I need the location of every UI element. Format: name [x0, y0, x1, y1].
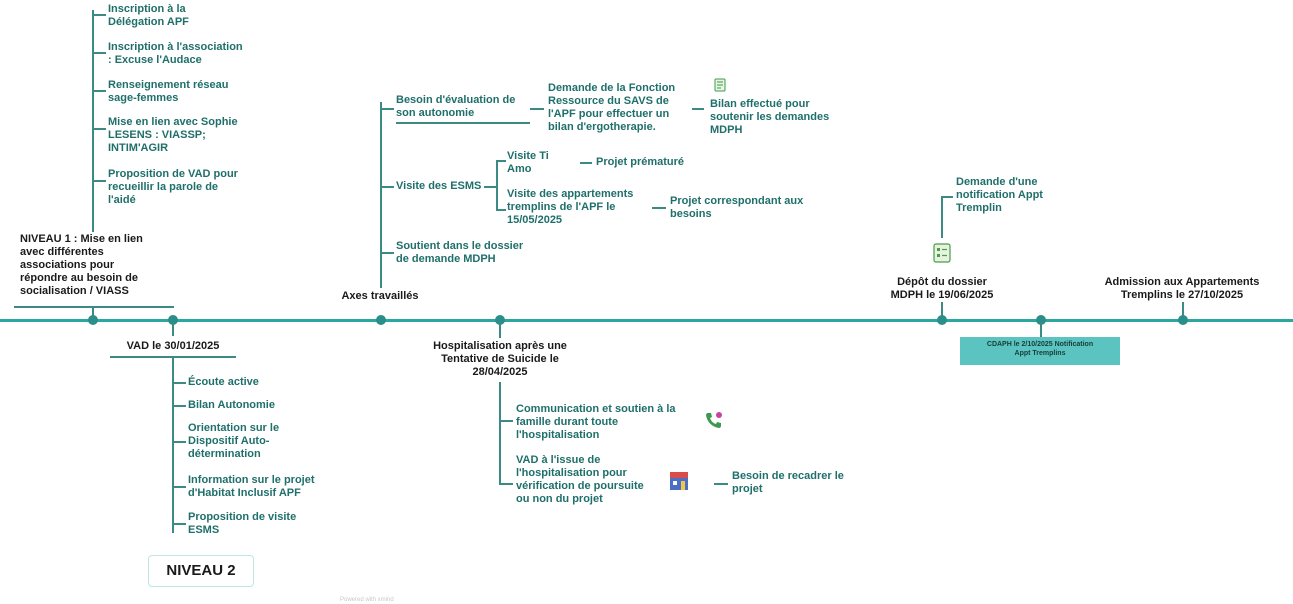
connector	[496, 209, 506, 211]
depot-title[interactable]: Dépôt du dossier MDPH le 19/06/2025	[890, 276, 994, 301]
vad-item[interactable]: Orientation sur le Dispositif Auto- déte…	[188, 422, 280, 460]
axes-demande-fonction-ressource[interactable]: Demande de la Fonction Ressource du SAVS…	[548, 82, 676, 133]
connector	[92, 180, 106, 182]
axes-visite-esms[interactable]: Visite des ESMS	[396, 180, 482, 192]
axes-visite-appartements[interactable]: Visite des appartements tremplins de l'A…	[507, 188, 634, 226]
niveau1-underline	[14, 306, 174, 308]
vad-item[interactable]: Information sur le projet d'Habitat Incl…	[188, 474, 315, 499]
connector	[692, 108, 704, 110]
axes-projet-premature[interactable]: Projet prématuré	[596, 156, 685, 168]
connector	[530, 108, 544, 110]
connector	[172, 405, 186, 407]
connector	[499, 420, 513, 422]
niveau2-badge[interactable]: NIVEAU 2	[148, 555, 254, 587]
timeline-node-cdaph[interactable]	[1036, 315, 1046, 325]
timeline-node-axes[interactable]	[376, 315, 386, 325]
connector	[380, 252, 394, 254]
axes-visite-ti-amo[interactable]: Visite Ti Amo	[507, 150, 549, 175]
hospitalisation-vad-issue[interactable]: VAD à l'issue de l'hospitalisation pour …	[516, 454, 644, 505]
vad-title[interactable]: VAD le 30/01/2025	[126, 340, 220, 352]
connector	[380, 108, 394, 110]
axes-projet-correspondant[interactable]: Projet correspondant aux besoins	[670, 195, 804, 220]
esms-spine	[496, 160, 498, 210]
hospitalisation-spine	[499, 382, 501, 484]
document-icon	[714, 78, 726, 92]
underline	[396, 122, 530, 124]
vad-underline	[110, 356, 236, 358]
connector	[92, 306, 94, 318]
vad-spine	[172, 357, 174, 533]
connector	[92, 128, 106, 130]
connector	[941, 196, 953, 198]
timeline-axis	[0, 319, 1293, 322]
checklist-icon	[933, 243, 951, 263]
vad-item[interactable]: Bilan Autonomie	[188, 399, 275, 411]
vad-item[interactable]: Écoute active	[188, 376, 259, 388]
house-icon	[670, 472, 688, 490]
connector	[714, 483, 728, 485]
connector	[941, 196, 943, 238]
axes-besoin-evaluation[interactable]: Besoin d'évaluation de son autonomie	[396, 94, 516, 119]
timeline-node-hospitalisation[interactable]	[495, 315, 505, 325]
connector	[92, 90, 106, 92]
niveau1-title[interactable]: NIVEAU 1 : Mise en lien avec différentes…	[20, 233, 143, 297]
timeline-node-admission[interactable]	[1178, 315, 1188, 325]
connector	[172, 486, 186, 488]
niveau1-item[interactable]: Mise en lien avec Sophie LESENS : VIASSP…	[108, 116, 238, 154]
connector	[172, 523, 186, 525]
phone-icon	[706, 412, 722, 428]
connector	[172, 382, 186, 384]
connector	[1182, 302, 1184, 316]
vad-item[interactable]: Proposition de visite ESMS	[188, 511, 297, 536]
axes-bilan-effectue[interactable]: Bilan effectué pour soutenir les demande…	[710, 98, 830, 136]
admission-title[interactable]: Admission aux Appartements Tremplins le …	[1104, 276, 1260, 301]
axes-soutien-dossier[interactable]: Soutient dans le dossier de demande MDPH	[396, 240, 524, 265]
depot-demande-notification[interactable]: Demande d'une notification Appt Tremplin	[956, 176, 1043, 214]
connector	[652, 207, 666, 209]
niveau1-item[interactable]: Renseignement réseau sage-femmes	[108, 79, 229, 104]
connector	[380, 186, 394, 188]
connector	[92, 14, 106, 16]
niveau1-spine	[92, 10, 94, 232]
hospitalisation-communication[interactable]: Communication et soutien à la famille du…	[516, 403, 676, 441]
connector	[172, 441, 186, 443]
hospitalisation-besoin-recadrer[interactable]: Besoin de recadrer le projet	[732, 470, 844, 495]
connector	[496, 160, 506, 162]
axes-spine	[380, 102, 382, 288]
niveau1-item[interactable]: Inscription à l'association : Excuse l'A…	[108, 41, 243, 66]
connector	[484, 186, 496, 188]
niveau1-item[interactable]: Inscription à la Délégation APF	[108, 3, 189, 28]
connector	[172, 322, 174, 336]
connector	[580, 162, 592, 164]
axes-title[interactable]: Axes travaillés	[341, 290, 419, 302]
connector	[941, 302, 943, 316]
niveau1-item[interactable]: Proposition de VAD pour recueillir la pa…	[108, 168, 238, 206]
connector	[92, 52, 106, 54]
timeline-node-niveau1[interactable]	[88, 315, 98, 325]
connector	[1040, 322, 1042, 338]
timeline-node-vad[interactable]	[168, 315, 178, 325]
hospitalisation-title[interactable]: Hospitalisation après une Tentative de S…	[433, 340, 567, 378]
timeline-node-depot[interactable]	[937, 315, 947, 325]
footer-watermark: Powered with xmind	[340, 597, 394, 603]
connector	[499, 322, 501, 338]
connector	[499, 483, 513, 485]
cdaph-box[interactable]: CDAPH le 2/10/2025 Notification Appt Tre…	[960, 337, 1120, 365]
